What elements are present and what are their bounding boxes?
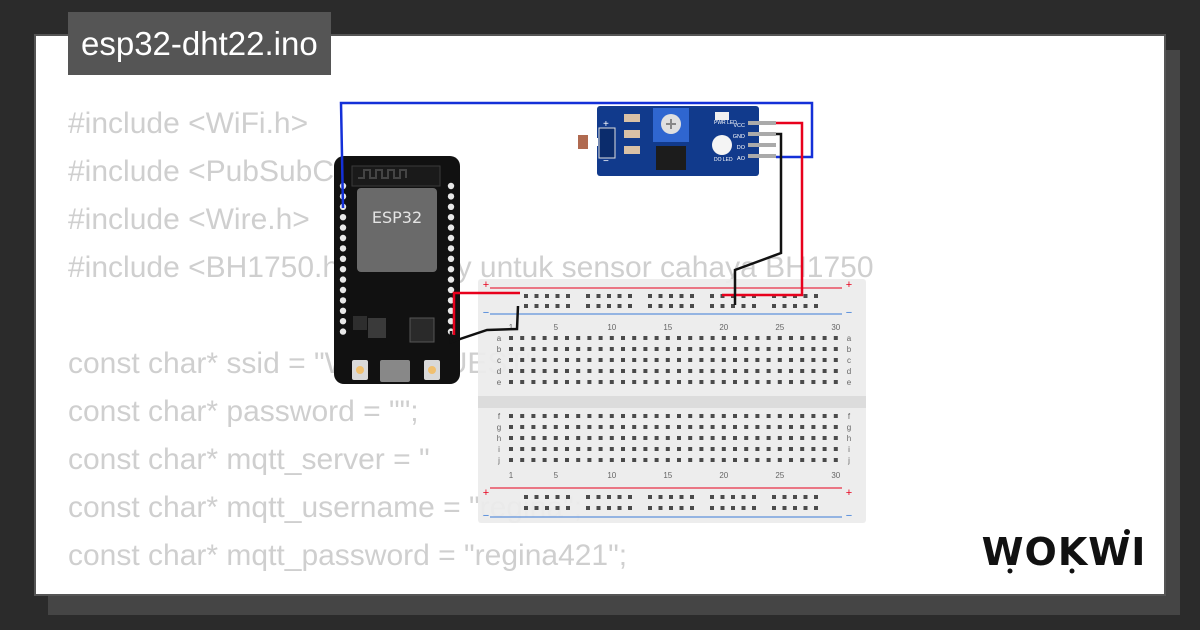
- row-letter: b: [497, 345, 502, 354]
- do-led-label: DO LED: [714, 157, 733, 163]
- light-sensor-module: + − PWR LED DO LED VCC GND DO AO: [578, 106, 776, 176]
- logo-dot-icon: [1124, 529, 1130, 535]
- esp32-board: ESP32: [334, 156, 460, 384]
- code-line: #include <BH1750.h> // library untuk sen…: [68, 251, 874, 284]
- row-letter: d: [847, 367, 851, 376]
- pin-label-vcc: VCC: [733, 123, 745, 129]
- row-letter: g: [497, 423, 501, 432]
- pwr-led-label: PWR LED: [714, 120, 737, 126]
- code-line: const char* mqtt_password = "regina421";: [68, 539, 628, 572]
- column-number: 25: [775, 323, 784, 332]
- row-letter: a: [847, 334, 852, 343]
- logo-dot-icon: [1069, 568, 1075, 574]
- row-letter: j: [847, 456, 850, 465]
- row-letter: e: [847, 378, 852, 387]
- logo-dot-icon: [1007, 568, 1013, 574]
- row-letter: f: [498, 412, 501, 421]
- row-letter: f: [848, 412, 851, 421]
- wire-black-gnd[interactable]: [733, 132, 783, 305]
- polarity-plus: +: [603, 119, 609, 130]
- column-number: 15: [663, 323, 672, 332]
- column-number: 10: [607, 323, 616, 332]
- column-number: 30: [831, 323, 840, 332]
- rail-symbol: −: [483, 510, 489, 522]
- rail-symbol: −: [846, 510, 852, 522]
- row-letter: c: [847, 356, 851, 365]
- rail-symbol: −: [846, 307, 852, 319]
- column-number: 5: [554, 471, 559, 480]
- rail-symbol: +: [846, 487, 852, 499]
- rail-symbol: +: [846, 279, 852, 291]
- pin-label-do: DO: [737, 145, 746, 151]
- code-line: const char* mqtt_server = ": [68, 443, 430, 476]
- rail-symbol: +: [483, 487, 489, 499]
- wires: [339, 101, 814, 344]
- column-number: 1: [509, 471, 514, 480]
- row-letter: g: [847, 423, 851, 432]
- code-line: #include <WiFi.h>: [68, 107, 309, 140]
- pin-label-gnd: GND: [733, 134, 745, 140]
- project-filename[interactable]: esp32-dht22.ino: [68, 12, 331, 75]
- row-letter: c: [497, 356, 501, 365]
- wire-blue[interactable]: [339, 101, 814, 209]
- row-letter: i: [498, 445, 500, 454]
- pin-label-ao: AO: [737, 156, 746, 162]
- row-letter: d: [497, 367, 501, 376]
- rail-symbol: +: [483, 279, 489, 291]
- wokwi-logo-text: WOKWI: [982, 530, 1147, 574]
- row-letter: b: [847, 345, 852, 354]
- rail-symbol: −: [483, 307, 489, 319]
- row-letter: h: [497, 434, 501, 443]
- wire-red-esp[interactable]: [452, 291, 520, 335]
- esp32-pins: [339, 182, 455, 335]
- esp32-chip-label: ESP32: [372, 208, 422, 227]
- column-number: 20: [719, 471, 728, 480]
- row-letter: h: [847, 434, 851, 443]
- code-line: const char* password = "";: [68, 395, 419, 428]
- breadboard-rails: [490, 287, 842, 518]
- row-letter: i: [848, 445, 850, 454]
- code-line: #include <Wire.h>: [68, 203, 310, 236]
- row-letter: j: [497, 456, 500, 465]
- row-letter: a: [497, 334, 502, 343]
- column-number: 25: [775, 471, 784, 480]
- polarity-minus: −: [603, 156, 609, 167]
- wokwi-logo[interactable]: WOKWI: [978, 525, 1150, 577]
- row-letter: e: [497, 378, 502, 387]
- breadboard-holes: [509, 336, 838, 462]
- column-number: 1: [509, 323, 514, 332]
- column-number: 10: [607, 471, 616, 480]
- column-number: 5: [554, 323, 559, 332]
- wire-red-vcc[interactable]: [722, 121, 804, 297]
- column-number: 15: [663, 471, 672, 480]
- column-number: 30: [831, 471, 840, 480]
- column-number: 20: [719, 323, 728, 332]
- wire-black-esp[interactable]: [449, 305, 520, 344]
